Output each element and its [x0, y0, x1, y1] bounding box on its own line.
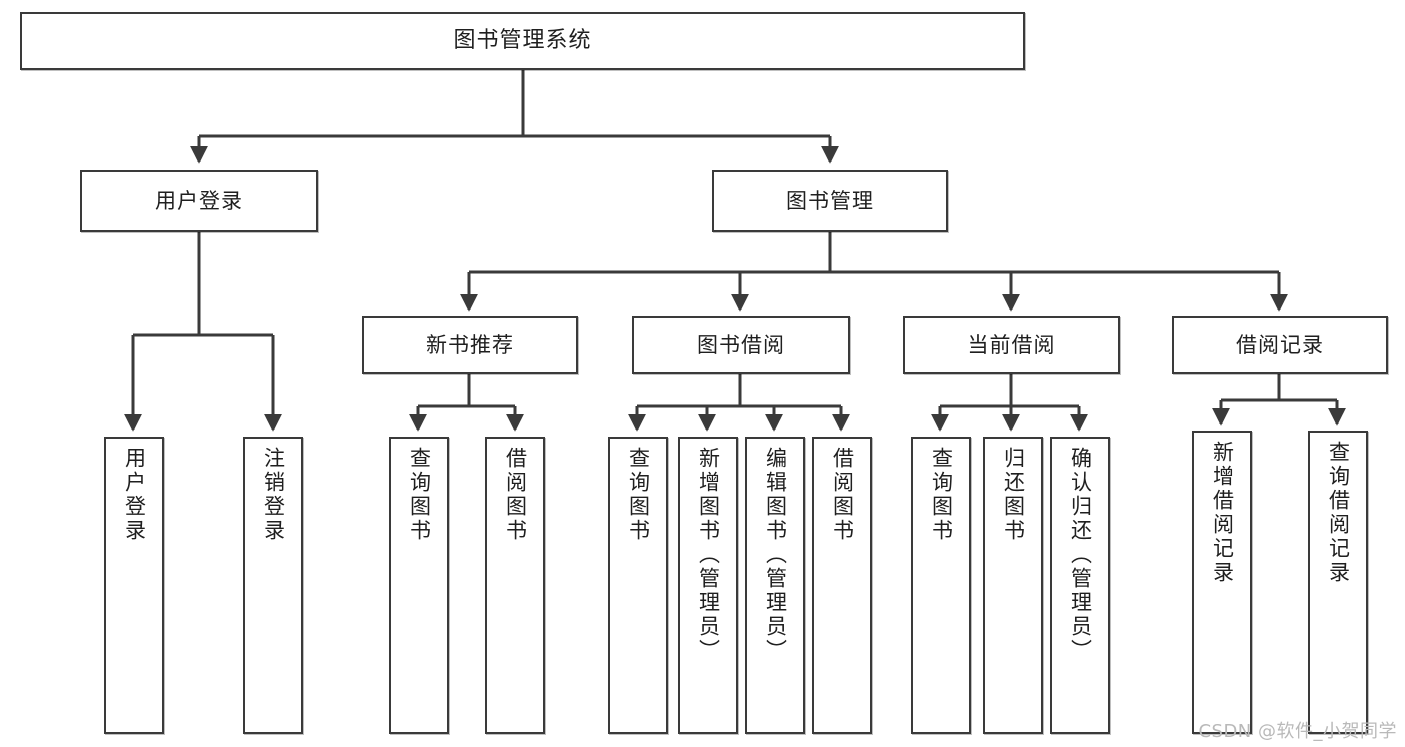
node-book-borrow[interactable]: 图书借阅 [632, 316, 850, 374]
node-leaf-borrow-book-1[interactable]: 借阅图书 [485, 437, 545, 734]
node-leaf-user-login-label: 用户登录 [122, 447, 147, 543]
node-leaf-add-book-label: 新增图书（管理员） [696, 447, 721, 663]
node-leaf-add-book[interactable]: 新增图书（管理员） [678, 437, 738, 734]
node-leaf-query-book-2[interactable]: 查询图书 [608, 437, 668, 734]
node-root[interactable]: 图书管理系统 [20, 12, 1025, 70]
node-current-borrow[interactable]: 当前借阅 [903, 316, 1120, 374]
node-borrow-record[interactable]: 借阅记录 [1172, 316, 1388, 374]
node-leaf-query-record[interactable]: 查询借阅记录 [1308, 431, 1368, 734]
node-leaf-user-logout-label: 注销登录 [261, 447, 286, 543]
node-user-login[interactable]: 用户登录 [80, 170, 318, 232]
node-leaf-query-book-1-label: 查询图书 [407, 447, 432, 543]
node-book-borrow-label: 图书借阅 [697, 332, 785, 357]
node-book-manage[interactable]: 图书管理 [712, 170, 948, 232]
node-leaf-edit-book[interactable]: 编辑图书（管理员） [745, 437, 805, 734]
node-leaf-user-logout[interactable]: 注销登录 [243, 437, 303, 734]
node-leaf-query-record-label: 查询借阅记录 [1326, 441, 1351, 585]
node-leaf-query-book-3[interactable]: 查询图书 [911, 437, 971, 734]
node-leaf-borrow-book-1-label: 借阅图书 [503, 447, 528, 543]
node-new-book-recommend-label: 新书推荐 [426, 332, 514, 357]
node-leaf-return-book[interactable]: 归还图书 [983, 437, 1043, 734]
node-new-book-recommend[interactable]: 新书推荐 [362, 316, 578, 374]
node-book-manage-label: 图书管理 [786, 188, 874, 213]
node-leaf-add-record[interactable]: 新增借阅记录 [1192, 431, 1252, 734]
node-leaf-confirm-return-label: 确认归还（管理员） [1068, 447, 1093, 663]
node-borrow-record-label: 借阅记录 [1236, 332, 1324, 357]
node-leaf-borrow-book-2[interactable]: 借阅图书 [812, 437, 872, 734]
node-leaf-return-book-label: 归还图书 [1001, 447, 1026, 543]
node-root-label: 图书管理系统 [453, 28, 592, 54]
node-leaf-query-book-1[interactable]: 查询图书 [389, 437, 449, 734]
node-leaf-edit-book-label: 编辑图书（管理员） [763, 447, 788, 663]
node-leaf-confirm-return[interactable]: 确认归还（管理员） [1050, 437, 1110, 734]
watermark: CSDN @软件_小贺同学 [1198, 721, 1397, 742]
node-leaf-add-record-label: 新增借阅记录 [1210, 441, 1235, 585]
node-leaf-query-book-3-label: 查询图书 [929, 447, 954, 543]
node-leaf-borrow-book-2-label: 借阅图书 [830, 447, 855, 543]
node-leaf-query-book-2-label: 查询图书 [626, 447, 651, 543]
node-current-borrow-label: 当前借阅 [967, 332, 1056, 357]
node-leaf-user-login[interactable]: 用户登录 [104, 437, 164, 734]
node-user-login-label: 用户登录 [155, 188, 243, 213]
